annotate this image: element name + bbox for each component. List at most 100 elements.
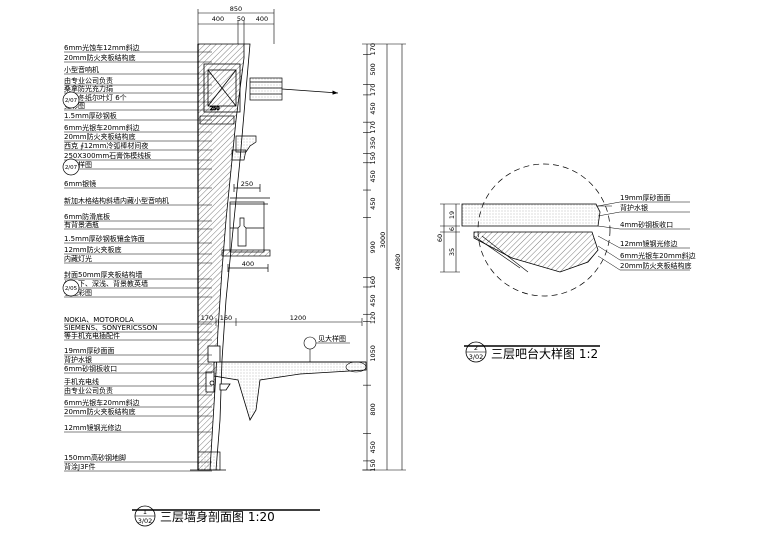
dim-top-c: 400 <box>256 15 268 23</box>
detail-reference-bubbles: 2/07 2/07 2/05 <box>62 91 80 297</box>
vertical-dimension-chains <box>366 44 403 470</box>
dim-top-total: 850 <box>230 5 242 13</box>
material-label: 6mm光银车20mm斜边 <box>64 398 140 407</box>
bar-top-slab <box>461 203 612 273</box>
material-label: 20mm防火夹板结构底 <box>64 53 136 62</box>
vertical-total-inner: 3000 <box>379 232 387 249</box>
vertical-dim-value: 450 <box>369 294 377 306</box>
detail-circle <box>477 163 611 297</box>
dim-400: 400 <box>242 260 254 268</box>
left-symbol-bottom: 3/02 <box>138 517 153 525</box>
material-label: 1.5mm厚砂钢板 <box>64 111 117 120</box>
material-label: 墙上下、深浅、背景教英墙 <box>64 279 148 288</box>
dim-6: 6 <box>448 227 456 231</box>
material-labels: 6mm光蚀车12mm斜边20mm防火夹板结构底小型音响机由专业公司负责桑拿防光充… <box>64 43 169 471</box>
vertical-dim-value: 150 <box>369 459 377 471</box>
vertical-dim-value: 170 <box>369 121 377 133</box>
material-label: 内藏灯光 <box>64 254 92 263</box>
detail-ref-text: 2/07 <box>65 165 78 171</box>
speaker-box: 250 <box>203 63 241 113</box>
vertical-dim-value: 1050 <box>369 345 377 362</box>
wall-section: 850 400 50 400 250 <box>62 5 406 527</box>
material-label: 6mm银镜 <box>64 179 96 188</box>
right-symbol-top: 2 <box>474 344 478 352</box>
material-label: 内嵌冬纸尔叶灯 6个 <box>64 93 127 102</box>
detail-labels: 19mm厚砂面面背护水银4mm砂钢板收口12mm镜钢光修边6mm光银车20mm斜… <box>620 193 696 270</box>
detail-callout <box>303 336 367 373</box>
left-symbol-top: 1 <box>143 508 147 516</box>
svg-text:250: 250 <box>210 106 220 112</box>
detail-leader-diag <box>597 225 621 230</box>
detail-leader-lines <box>597 201 690 271</box>
vertical-dim-value: 990 <box>369 241 377 253</box>
material-label: 有背景酒瓶 <box>64 220 99 229</box>
vertical-dim-value: 450 <box>369 441 377 453</box>
detail-ref-bubble: 2/05 <box>62 279 80 297</box>
left-title: 三层墙身剖面图 1:20 <box>160 509 275 524</box>
detail-ref-text: 2/07 <box>65 98 78 104</box>
top-dimension-chain <box>197 9 275 44</box>
material-label: 250X300mm石膏饰模线板 <box>64 151 151 160</box>
detail-leader-diag <box>597 201 621 207</box>
detail-leader-diag <box>597 255 621 271</box>
material-label: 150mm高砂钢地脚 <box>64 453 126 462</box>
vertical-dim-values: 170 500 170 450 170 350 150 450 450 990 160 450 120 1… <box>369 43 377 472</box>
vertical-dim-ticks <box>362 43 406 471</box>
material-label: 19mm厚砂面面 <box>64 346 115 355</box>
detail-label: 12mm镜钢光修边 <box>620 239 678 248</box>
vertical-dim-value: 170 <box>369 84 377 96</box>
wall-base <box>190 451 226 471</box>
material-label: 由专业公司负责 <box>64 76 113 85</box>
material-label: 新加木格结构斜墙内藏小型音响机 <box>64 196 169 205</box>
material-label: 小型音响机 <box>64 65 99 74</box>
material-label: 12mm镜钢光修边 <box>64 423 122 432</box>
vertical-dim-value: 150 <box>369 152 377 164</box>
bar-counter <box>205 345 367 421</box>
dim-19: 19 <box>448 211 456 219</box>
detail-label: 背护水银 <box>620 203 648 212</box>
right-title-block: 2 3/02 三层吧台大样图 1:2 <box>464 341 600 363</box>
material-label: 背护水银 <box>64 355 92 364</box>
material-label: 手机充电线 <box>64 377 99 386</box>
shelf-display <box>221 184 271 272</box>
material-label: 12mm防火夹板底 <box>64 245 122 254</box>
vertical-total: 4080 <box>394 254 402 271</box>
projector-bracket <box>249 77 339 101</box>
dim-160: 160 <box>220 314 232 322</box>
dim-60: 60 <box>436 234 444 242</box>
material-label: 6mm砂钢板收口 <box>64 364 117 373</box>
label-leader-lines <box>64 51 212 472</box>
vertical-dim-value: 170 <box>369 43 377 55</box>
dim-top-a: 400 <box>212 15 224 23</box>
detail-label: 20mm防火夹板结构底 <box>620 261 692 270</box>
detail-leader-diag <box>597 245 621 261</box>
counter-dim-line <box>197 318 363 326</box>
detail-label: 4mm砂钢板收口 <box>620 220 673 229</box>
material-label: 20mm防火夹板结构底 <box>64 132 136 141</box>
detail-ref-text: 2/05 <box>65 286 78 292</box>
material-label: 1.5mm厚砂钢板镶金饰面 <box>64 234 145 243</box>
material-label: NOKIA、MOTOROLA <box>64 316 134 324</box>
right-title: 三层吧台大样图 1:2 <box>491 346 598 361</box>
vertical-dim-value: 450 <box>369 102 377 114</box>
detail-ref-bubble: 2/07 <box>62 158 80 176</box>
material-label: 封面50mm厚夹板结构墙 <box>64 270 143 279</box>
material-label: 等手机充电插配件 <box>64 331 120 340</box>
wall-finish-line <box>215 43 251 471</box>
material-label: 6mm光银车20mm斜边 <box>64 123 140 132</box>
detail-leader-diag <box>597 211 621 217</box>
left-title-block: 1 3/02 三层墙身剖面图 1:20 <box>132 505 320 527</box>
detail-leader-diag <box>597 235 621 249</box>
vertical-dim-value: 500 <box>369 63 377 75</box>
dim-250: 250 <box>241 180 253 188</box>
dim-35: 35 <box>448 248 456 256</box>
material-label: 6mm防滑底板 <box>64 212 110 221</box>
vertical-dim-value: 120 <box>369 312 377 324</box>
vertical-dim-value: 160 <box>369 276 377 288</box>
material-label: 由专业公司负责 <box>64 386 113 395</box>
detail-ref-bubble: 2/07 <box>62 91 80 109</box>
dim-170: 170 <box>201 314 213 322</box>
vertical-dim-value: 450 <box>369 170 377 182</box>
vertical-dim-value: 350 <box>369 137 377 149</box>
